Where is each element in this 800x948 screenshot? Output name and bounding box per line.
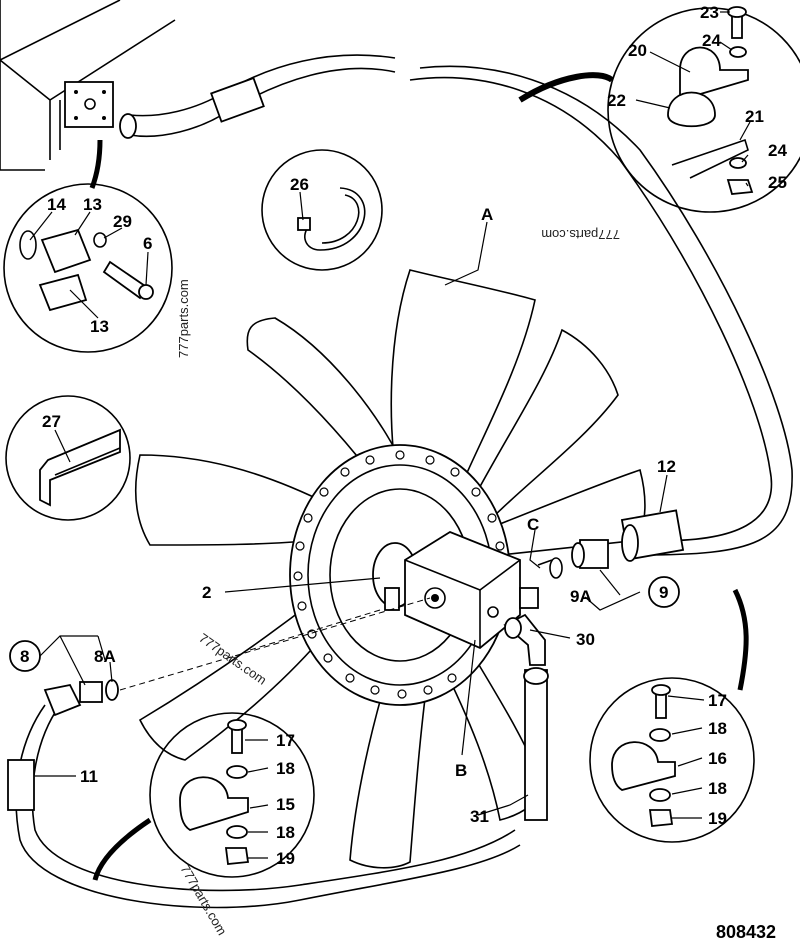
detail-clamp-bottom-right [589, 588, 755, 843]
watermark: 777parts.com [176, 279, 191, 358]
callout-labels: 23 24 20 22 21 24 25 A 26 14 13 29 6 13 … [20, 3, 787, 868]
callout-19: 19 [708, 809, 727, 828]
callout-21: 21 [745, 107, 764, 126]
callout-A: A [481, 205, 493, 224]
callout-8: 8 [20, 647, 29, 666]
callout-18: 18 [276, 823, 295, 842]
callout-18: 18 [708, 779, 727, 798]
callout-8A: 8A [94, 647, 116, 666]
detail-flange-left [3, 139, 173, 353]
elbow-fitting-30 [503, 613, 546, 666]
callout-9A: 9A [570, 587, 592, 606]
fan-blades [134, 269, 646, 869]
callout-31: 31 [470, 807, 489, 826]
callout-18: 18 [276, 759, 295, 778]
watermark: 777parts.com [541, 227, 620, 242]
callout-29: 29 [113, 212, 132, 231]
callout-22: 22 [607, 91, 626, 110]
callout-18: 18 [708, 719, 727, 738]
callout-26: 26 [290, 175, 309, 194]
callout-24: 24 [768, 141, 787, 160]
detail-clamp-top-right [518, 6, 800, 213]
watermark: 777parts.com [177, 862, 229, 938]
callout-16: 16 [708, 749, 727, 768]
engine-block [0, 0, 176, 171]
watermark: 777parts.com [196, 630, 269, 687]
callout-30: 30 [576, 630, 595, 649]
top-hose [119, 54, 793, 556]
callout-9: 9 [659, 583, 668, 602]
hub-bolt-holes [293, 450, 505, 699]
callout-27: 27 [42, 412, 61, 431]
pipe-31 [523, 667, 549, 821]
detail-cable-tie [261, 149, 383, 271]
circled-callouts [9, 576, 680, 672]
callout-11: 11 [80, 767, 98, 786]
detail-edge-trim [5, 395, 131, 521]
callout-20: 20 [628, 41, 647, 60]
callout-14: 14 [47, 195, 66, 214]
callout-19: 19 [276, 849, 295, 868]
callout-B: B [455, 761, 467, 780]
callout-13: 13 [83, 195, 102, 214]
callout-25: 25 [768, 173, 787, 192]
callout-6: 6 [143, 234, 152, 253]
callout-15: 15 [276, 795, 295, 814]
callout-17: 17 [708, 691, 727, 710]
callout-23: 23 [700, 3, 719, 22]
hose-fitting-12 [620, 509, 685, 562]
projection-lines [119, 597, 431, 691]
callout-24: 24 [702, 31, 721, 50]
hydraulic-motor [372, 530, 539, 650]
detail-clamp-bottom-left [92, 712, 315, 881]
callout-12: 12 [657, 457, 676, 476]
drawing-number: 808432 [716, 922, 776, 942]
callout-13: 13 [90, 317, 109, 336]
callout-C: C [527, 515, 539, 534]
lower-hose [7, 679, 521, 909]
adapter-9 [537, 539, 609, 579]
callout-2: 2 [202, 583, 211, 602]
leader-lines [29, 11, 751, 859]
callout-17: 17 [276, 731, 295, 750]
